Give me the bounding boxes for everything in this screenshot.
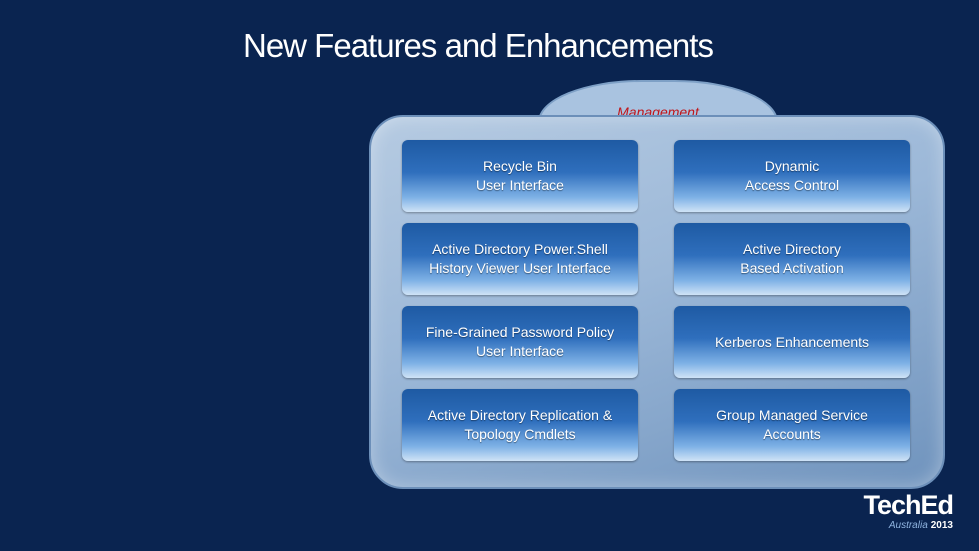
feature-card-kerberos: Kerberos Enhancements <box>674 306 910 378</box>
feature-card-based-activation: Active Directory Based Activation <box>674 223 910 295</box>
feature-line: Fine-Grained Password Policy <box>425 324 615 340</box>
logo-location: Australia <box>888 520 928 531</box>
feature-line: User Interface <box>476 177 564 193</box>
feature-card-recycle-bin: Recycle Bin User Interface <box>402 140 638 212</box>
logo-year: 2013 <box>930 520 953 531</box>
feature-line: History Viewer User Interface <box>429 260 611 276</box>
feature-card-fine-grained-password: Fine-Grained Password Policy User Interf… <box>402 306 638 378</box>
feature-card-powershell-history: Active Directory Power.Shell History Vie… <box>402 223 638 295</box>
logo-name: TechEd <box>863 490 954 520</box>
feature-line: Recycle Bin <box>483 158 557 174</box>
feature-line: Active Directory Power.Shell <box>432 241 608 257</box>
feature-card-group-managed-service: Group Managed Service Accounts <box>674 389 910 461</box>
management-tab-label: Management <box>617 104 699 117</box>
feature-line: Topology Cmdlets <box>464 426 576 442</box>
feature-line: Kerberos Enhancements <box>714 333 870 350</box>
slide-title: New Features and Enhancements <box>243 27 714 64</box>
feature-line: Accounts <box>763 426 821 442</box>
feature-line: Active Directory <box>742 241 842 257</box>
feature-line: User Interface <box>476 343 564 359</box>
feature-card-replication-cmdlets: Active Directory Replication & Topology … <box>402 389 638 461</box>
feature-line: Active Directory Replication & <box>427 407 613 423</box>
feature-line: Based Activation <box>740 260 844 276</box>
feature-card-dynamic-access-control: Dynamic Access Control <box>674 140 910 212</box>
feature-line: Access Control <box>744 177 840 193</box>
feature-line: Dynamic <box>764 158 820 174</box>
feature-line: Group Managed Service <box>716 407 868 423</box>
